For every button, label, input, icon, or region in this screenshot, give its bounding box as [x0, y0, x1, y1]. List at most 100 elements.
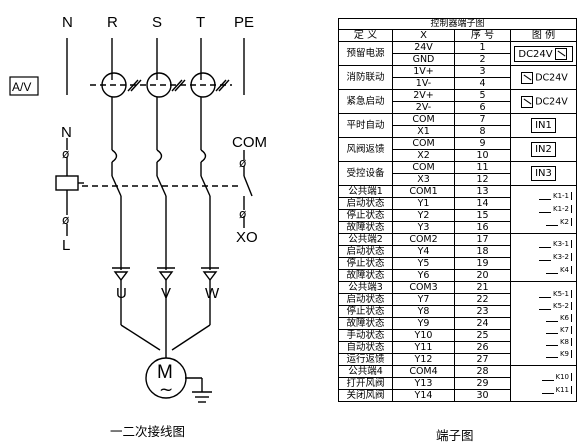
output-label-u: U: [116, 285, 127, 302]
row-x: Y12: [392, 353, 455, 366]
row-number: 28: [454, 365, 511, 378]
row-x: COM: [392, 137, 455, 150]
row-definition: 故障状态: [338, 221, 393, 234]
phase-label-t: T: [196, 14, 205, 31]
row-definition: 关闭风阀: [338, 389, 393, 402]
row-number: 18: [454, 245, 511, 258]
legend-group-2: K3-1 K3-2 K4: [509, 233, 578, 282]
row-x: X3: [392, 173, 455, 186]
phase-label-s: S: [152, 14, 162, 31]
motor-letter: M: [157, 362, 173, 383]
row-number: 27: [454, 353, 511, 366]
xo-label: XO: [236, 229, 258, 246]
row-x: 2V+: [392, 89, 455, 102]
row-x: Y4: [392, 245, 455, 258]
row-x: Y14: [392, 389, 455, 402]
row-number: 19: [454, 257, 511, 270]
contactor-coil: [55, 175, 79, 191]
wiring-diagram: ø ø ø ø N R S T PE A/V N L COM XO U V W …: [9, 14, 267, 403]
row-number: 13: [454, 185, 511, 198]
row-definition: 公共端4: [338, 365, 393, 378]
row-definition: 消防联动: [338, 65, 393, 90]
row-x: GND: [392, 53, 455, 66]
row-x: COM: [392, 161, 455, 174]
row-x: Y5: [392, 257, 455, 270]
row-number: 6: [454, 101, 511, 114]
row-x: 1V+: [392, 65, 455, 78]
row-number: 14: [454, 197, 511, 210]
row-number: 22: [454, 293, 511, 306]
com-label: COM: [232, 134, 267, 151]
contact-tag: K1-1: [538, 192, 573, 200]
left-top-label: N: [61, 124, 72, 141]
row-number: 8: [454, 125, 511, 138]
legend-in3: IN3: [509, 161, 578, 186]
contact-tag: K2: [545, 218, 573, 226]
row-definition: 启动状态: [338, 197, 393, 210]
contact-tag: K6: [545, 313, 573, 322]
row-number: 2: [454, 53, 511, 66]
output-label-v: V: [161, 285, 171, 302]
col-header-number: 序 号: [454, 29, 511, 42]
phase-label-r: R: [107, 14, 118, 31]
legend-fire: DC24V: [509, 65, 578, 90]
row-number: 3: [454, 65, 511, 78]
row-x: COM2: [392, 233, 455, 246]
row-number: 20: [454, 269, 511, 282]
row-definition: 停止状态: [338, 305, 393, 318]
contact-tag: K3-2: [538, 253, 573, 261]
row-definition: 平时自动: [338, 113, 393, 138]
row-x: 1V-: [392, 77, 455, 90]
legend-in2: IN2: [509, 137, 578, 162]
row-number: 4: [454, 77, 511, 90]
row-number: 12: [454, 173, 511, 186]
left-bottom-label: L: [62, 237, 70, 254]
row-definition: 预留电源: [338, 41, 393, 66]
row-x: Y8: [392, 305, 455, 318]
contact-tag: K5-2: [538, 301, 573, 310]
row-number: 7: [454, 113, 511, 126]
row-x: Y13: [392, 377, 455, 390]
row-definition: 启动状态: [338, 293, 393, 306]
contact-tag: K8: [545, 337, 573, 346]
motor-ac-symbol: ~: [159, 380, 173, 400]
table-row: 2V-6: [339, 101, 577, 114]
legend-group-4: K10 K11: [509, 365, 578, 402]
phase-label-pe: PE: [234, 14, 254, 31]
in1-box: IN1: [531, 118, 556, 133]
row-number: 21: [454, 281, 511, 294]
row-x: Y3: [392, 221, 455, 234]
row-definition: 手动状态: [338, 329, 393, 342]
table-title: 控制器端子图: [337, 18, 578, 30]
row-number: 10: [454, 149, 511, 162]
row-definition: 公共端1: [338, 185, 393, 198]
contact-tag: K5-1: [538, 289, 573, 298]
meter-label: A/V: [12, 80, 31, 94]
col-header-legend: 图 例: [509, 29, 578, 42]
legend-emergency: DC24V: [509, 89, 578, 114]
row-number: 29: [454, 377, 511, 390]
dc24v-power-icon: DC24V: [514, 45, 573, 62]
row-number: 26: [454, 341, 511, 354]
in3-box: IN3: [531, 166, 556, 181]
row-definition: 自动状态: [338, 341, 393, 354]
legend-group-1: K1-1 K1-2 K2: [509, 185, 578, 234]
row-definition: 启动状态: [338, 245, 393, 258]
row-number: 24: [454, 317, 511, 330]
row-x: COM1: [392, 185, 455, 198]
row-definition: 停止状态: [338, 257, 393, 270]
